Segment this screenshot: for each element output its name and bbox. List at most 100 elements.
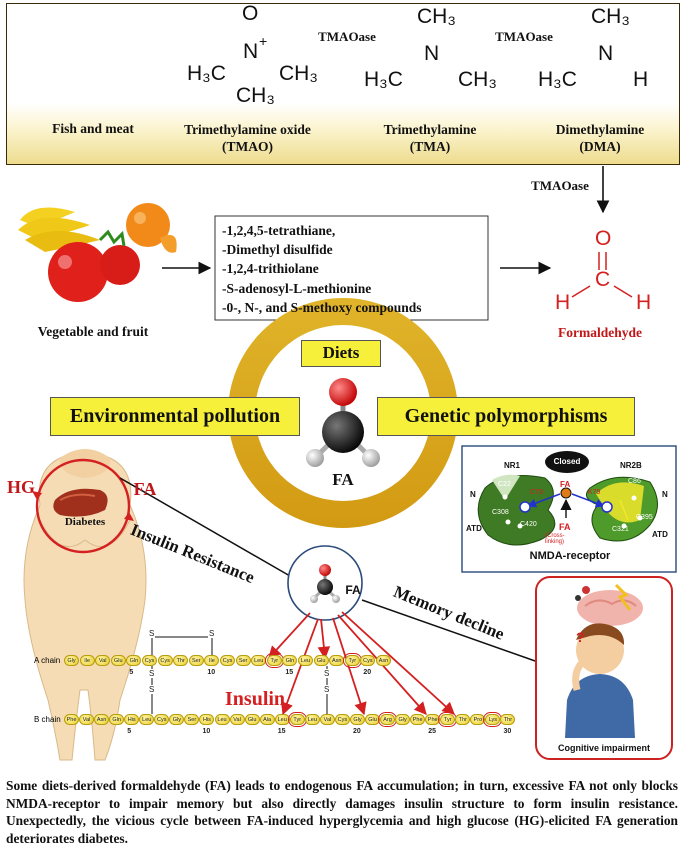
nr1-domain	[477, 475, 556, 546]
amino-acid-bead: Leu	[304, 714, 320, 725]
residue-number: 5	[127, 728, 132, 735]
amino-acid-bead: Val	[79, 714, 95, 725]
n-left-label: N	[470, 490, 476, 499]
amino-acid-bead: Gly	[169, 714, 185, 725]
residue-c79: C79	[530, 489, 543, 496]
amino-acid-bead: Cys	[142, 655, 157, 666]
amino-acid-bead: Phe	[425, 714, 441, 725]
residue-number: 15	[285, 669, 294, 676]
amino-acid-bead: Leu	[274, 714, 290, 725]
amino-acid-bead: Phe	[64, 714, 79, 725]
diabetes-label: Diabetes	[64, 516, 106, 528]
amino-acid-bead: Val	[319, 714, 335, 725]
amino-acid-bead: Leu	[214, 714, 230, 725]
residue-k79: K79	[588, 489, 601, 496]
tma-name: Trimethylamine(TMA)	[383, 122, 477, 154]
amino-acid-bead: His	[199, 714, 215, 725]
amino-acid-bead: Phe	[410, 714, 426, 725]
amino-acid-bead: Ala	[259, 714, 275, 725]
diets-box: Diets	[301, 340, 381, 367]
amino-acid-bead: Asn	[376, 655, 391, 666]
amino-acid-bead: Cys	[334, 714, 350, 725]
amino-acid-bead: Val	[229, 714, 245, 725]
nr1-label: NR1	[504, 461, 521, 470]
b-chain-label: B chain	[34, 715, 61, 724]
sulfur-atom-label: S	[208, 629, 216, 638]
n-right-label: N	[662, 490, 668, 499]
tma-top: CH₃	[417, 5, 456, 28]
amino-acid-bead: Glu	[244, 714, 260, 725]
amino-acid-bead: Ser	[188, 655, 204, 666]
amino-acid-bead: Ser	[235, 655, 251, 666]
residue-number: 5	[129, 669, 134, 676]
amino-acid-bead: Glu	[313, 655, 329, 666]
amino-acid-bead: Ser	[184, 714, 200, 725]
residue-c308: C308	[492, 509, 509, 516]
sulfur-atom-label: S	[148, 669, 156, 678]
formaldehyde-h2: H	[636, 291, 652, 314]
enzyme-label-3: TMAOase	[531, 178, 589, 193]
atd-right-label: ATD	[652, 530, 668, 539]
amino-acid-bead: Tyr	[438, 712, 458, 727]
tma-right: CH₃	[458, 68, 497, 91]
vicious-cycle-circle	[35, 458, 131, 554]
amino-acid-bead: Arg	[378, 712, 398, 727]
fa-hub-label: FA	[345, 583, 361, 597]
fa-center-label: FA	[332, 470, 354, 489]
tma-left: H₃C	[364, 68, 403, 91]
tmao-right: CH₃	[279, 62, 318, 85]
amino-acid-bead: Leu	[298, 655, 313, 666]
residue-c321: C321	[612, 526, 629, 533]
svg-text:?: ?	[576, 629, 585, 645]
amino-acid-bead: Gly	[395, 714, 411, 725]
figure-caption: Some diets-derived formaldehyde (FA) lea…	[6, 778, 678, 846]
amino-acid-bead: Lys	[483, 712, 503, 727]
amino-acid-bead: Asn	[94, 714, 110, 725]
cognitive-illustration: ?	[565, 583, 643, 738]
enzyme-label-2: TMAOase	[495, 29, 553, 44]
amino-acid-bead: Tyr	[287, 712, 307, 727]
amino-acid-bead: Pro	[470, 714, 486, 725]
fa-attack-arrows	[268, 611, 455, 716]
formaldehyde-o: O	[595, 227, 612, 250]
tmao-name: Trimethylamine oxide(TMAO)	[184, 122, 311, 154]
amino-acid-bead: Gln	[109, 714, 125, 725]
amino-acid-bead: Cys	[157, 655, 173, 666]
sulfur-atom-label: S	[148, 629, 156, 638]
dma-left: H₃C	[538, 68, 577, 91]
amino-acid-bead: Thr	[455, 714, 471, 725]
nr2b-label: NR2B	[620, 461, 642, 470]
dma-name: Dimethylamine(DMA)	[555, 122, 645, 154]
formaldehyde-h1: H	[555, 291, 571, 314]
amino-acid-bead: Leu	[251, 655, 267, 666]
amino-acid-bead: Gly	[64, 655, 79, 666]
hg-label: HG	[6, 477, 35, 497]
amino-acid-bead: Gly	[349, 714, 365, 725]
tmao-o: O	[242, 2, 259, 25]
formaldehyde-c: C	[595, 268, 611, 291]
sulfur-atom-label: S	[323, 685, 331, 694]
environmental-pollution-box: Environmental pollution	[50, 397, 300, 436]
compound-list: -1,2,4,5-tetrathiane, -Dimethyl disulfid…	[222, 221, 487, 317]
residue-number: 25	[428, 728, 436, 735]
compound-item: -1,2,4,5-tetrathiane,	[222, 223, 336, 238]
a-chain-label: A chain	[34, 656, 61, 665]
closed-badge	[545, 451, 589, 473]
amino-acid-bead: Glu	[365, 714, 380, 725]
fa-molecule-model	[306, 378, 380, 467]
amino-acid-bead: Leu	[139, 714, 155, 725]
amino-acid-bead: Cys	[154, 714, 170, 725]
residue-number: 10	[202, 728, 211, 735]
dma-top: CH₃	[591, 5, 630, 28]
crosslink-label: (Cross-linking)	[545, 533, 565, 545]
compound-item: -S-adenosyl-L-methionine	[222, 280, 372, 296]
amino-acid-bead: His	[124, 714, 140, 725]
fa-hub-molecule	[310, 564, 340, 603]
tmao-bottom: CH₃	[236, 84, 275, 107]
nmda-caption: NMDA-receptor	[529, 550, 611, 562]
formaldehyde-label: Formaldehyde	[558, 325, 642, 340]
fa-top-label: FA	[560, 480, 571, 489]
dma-right: H	[633, 68, 649, 91]
residue-c420: C420	[520, 521, 537, 528]
